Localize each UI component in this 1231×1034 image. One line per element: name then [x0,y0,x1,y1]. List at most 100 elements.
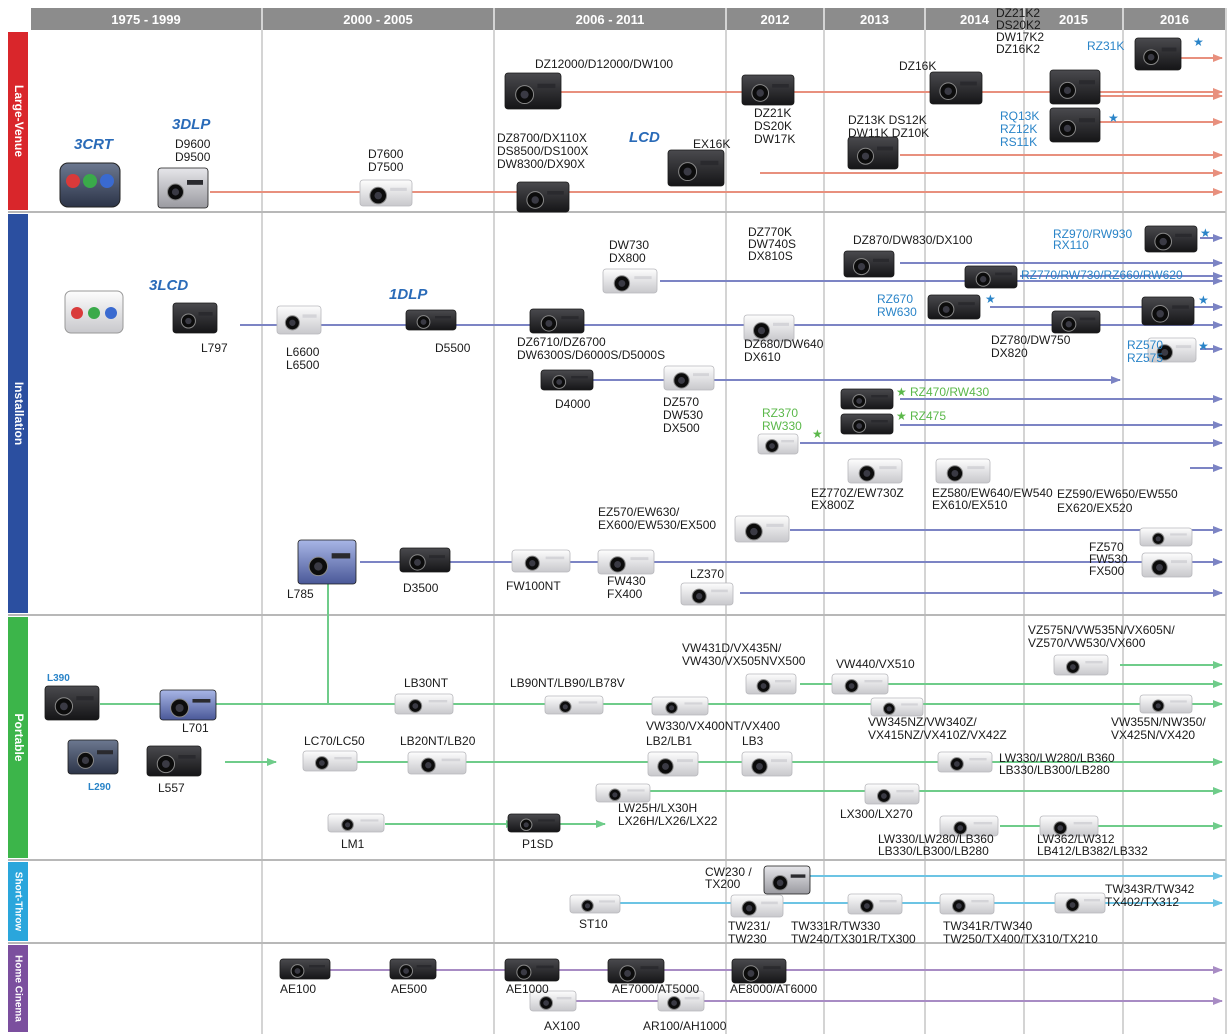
category-label-large-venue: Large-Venue [12,85,26,157]
rz970-projector-image [1144,225,1198,253]
rz670-projector-image [927,294,981,320]
model-label: RZ770/RW730/RZ660/RW620 [1021,268,1183,282]
model-label: LX300/LX270 [840,807,913,821]
ez570-projector-image [734,515,790,543]
l6600-projector-image [276,305,322,335]
tech-label-3dlp: 3DLP [172,116,211,133]
lw25h-projector-image [595,783,651,803]
model-label: ST10 [579,917,608,931]
year-header-cell [1124,8,1225,30]
model-label: FW100NT [506,579,561,593]
dz680-projector-image [743,314,795,342]
lb90nt-projector-image [544,695,604,715]
new-model-star-icon: ★ [1200,226,1211,240]
new-model-star-icon: ★ [985,292,996,306]
ae1000-projector-image [504,958,560,982]
ex16k-projector-image [667,149,725,187]
model-label: L290 [88,782,111,793]
model-label: L390 [47,673,70,684]
vw440-projector-image [831,673,889,695]
model-label: L557 [158,781,185,795]
l701-projector-image [159,689,217,721]
dz16k-projector-image [929,71,983,105]
timeline-grid [8,8,1227,1034]
d7600-projector-image [359,179,413,207]
tech-label-1dlp: 1DLP [389,286,428,303]
model-label: D4000 [555,397,591,411]
new-model-star-icon: ★ [812,427,823,441]
model-label: VW330/VX400NT/VX400 [646,719,780,733]
cw230-projector-image [763,865,811,895]
rz770-projector-image [964,265,1018,289]
lcd-rgb-projector-image [64,290,124,334]
model-label: VZ575N/VW535N/VX605N/VZ570/VW530/VX600 [1028,623,1175,650]
lx300-projector-image [864,783,920,805]
category-bar-home-cinema [8,945,28,1032]
lc70-projector-image [302,750,358,772]
category-column: Large-VenueInstallationPortableShort-Thr… [8,32,28,1032]
lz370-projector-image [680,582,734,606]
lb30nt-projector-image [394,693,454,715]
model-label: VW345NZ/VW340Z/VX415NZ/VX410Z/VX42Z [868,715,1007,742]
tech-label-3crt: 3CRT [74,136,115,153]
year-header-cell [31,8,261,30]
model-label: AR100/AH1000 [643,1019,727,1033]
ae8000-projector-image [731,958,787,984]
new-model-star-icon: ★ [1198,339,1209,353]
model-label: AX100 [544,1019,580,1033]
model-label: TW231/TW230 [728,919,771,946]
model-label: RZ475 [910,409,946,423]
fw430-projector-image [597,549,655,575]
l290-projector-image [67,739,119,775]
ae100-projector-image [279,958,331,980]
lb3-projector-image [741,751,793,777]
vw345nz-projector-image [870,697,924,717]
ez580-projector-image [935,458,991,484]
year-header-2000-2005: 2000 - 2005 [343,12,412,27]
year-header-cell [727,8,823,30]
model-label: RZ470/RW430 [910,385,989,399]
category-label-short-throw: Short-Throw [12,872,23,932]
model-label: D5500 [435,341,471,355]
new-model-star-icon: ★ [1108,111,1119,125]
year-header-cell [495,8,725,30]
category-bar-large-venue [8,32,28,210]
vw330-projector-image [651,696,709,716]
tw341r-projector-image [939,893,995,915]
category-label-installation: Installation [12,382,26,445]
model-label: DZ16K [899,59,936,73]
lw330-top-projector-image [937,751,993,773]
new-model-star-icon: ★ [896,385,907,399]
year-header-1975-1999: 1975 - 1999 [111,12,180,27]
model-label: P1SD [522,837,554,851]
year-header-cell [926,8,1023,30]
rz570-projector-image [1147,337,1197,363]
dz780-projector-image [1051,310,1101,334]
new-model-star-icon: ★ [1198,293,1209,307]
vw431d-projector-image [745,673,797,695]
dz21k-projector-image [741,74,795,106]
new-model-star-icon: ★ [1193,35,1204,49]
year-header-cell [263,8,493,30]
rz475-projector-image [840,413,894,435]
p1sd-projector-image [507,813,561,833]
category-label-portable: Portable [12,713,26,761]
model-label: D3500 [403,581,439,595]
lm1-projector-image [327,813,385,833]
fz570-projector-image [1141,552,1193,578]
